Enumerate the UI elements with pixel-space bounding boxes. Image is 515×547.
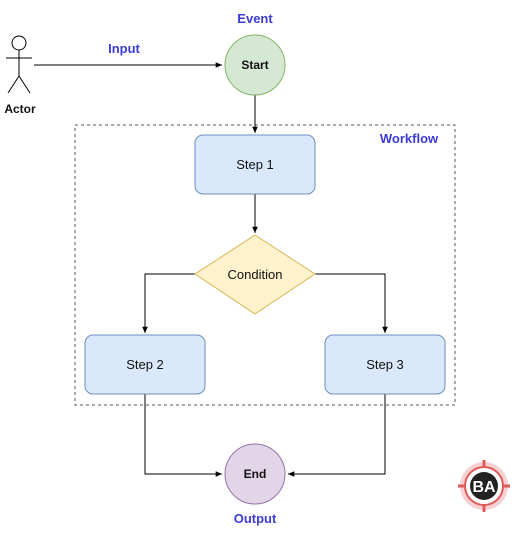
actor-figure [6, 35, 32, 94]
step1-node[interactable] [194, 134, 316, 195]
edge-step2-end [144, 394, 222, 477]
step3-label: Step 3 [366, 357, 404, 372]
edge-condition-step3 [315, 273, 388, 333]
ba-logo-icon: BA [458, 460, 510, 512]
output-label: Output [234, 511, 277, 526]
step3-node[interactable] [324, 334, 446, 395]
condition-node[interactable] [194, 234, 316, 315]
start-node[interactable] [224, 34, 286, 96]
step2-node[interactable] [84, 334, 206, 395]
end-label: End [244, 467, 267, 481]
event-label: Event [237, 11, 273, 26]
edge-condition-step2 [142, 273, 195, 333]
actor-label: Actor [4, 102, 36, 116]
step1-label: Step 1 [236, 157, 274, 172]
workflow-label: Workflow [380, 131, 439, 146]
start-label: Start [241, 58, 268, 72]
step2-label: Step 2 [126, 357, 164, 372]
input-label: Input [108, 41, 140, 56]
logo-text: BA [472, 479, 496, 496]
end-node[interactable] [224, 443, 286, 505]
edge-step3-end [288, 394, 386, 477]
condition-label: Condition [228, 267, 283, 282]
